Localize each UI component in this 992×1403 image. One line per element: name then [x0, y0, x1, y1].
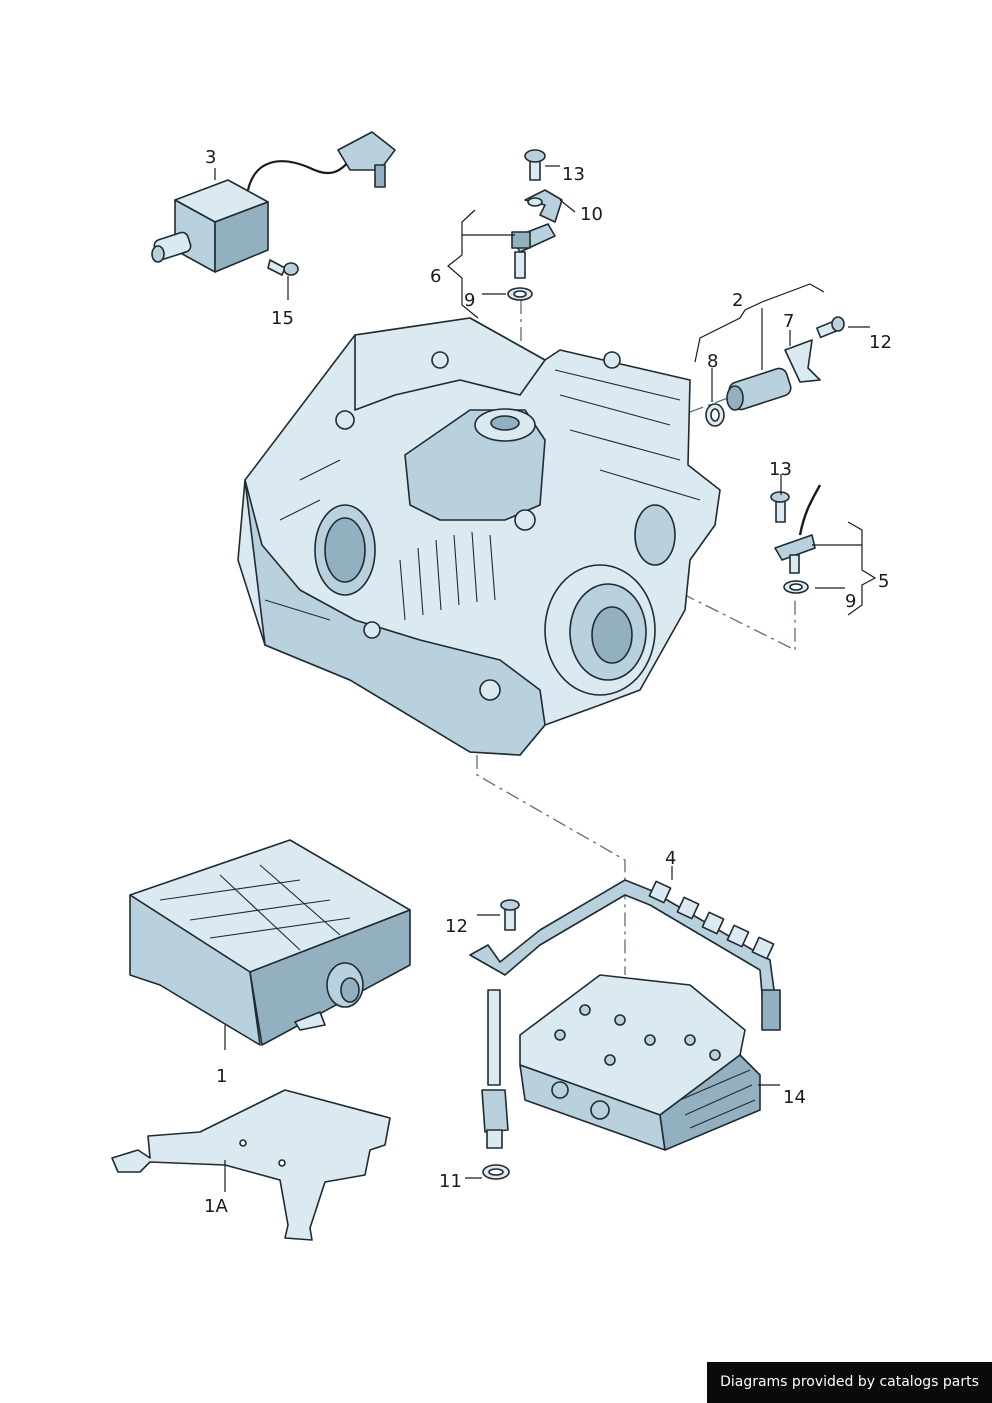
callout-7: 7	[783, 311, 794, 332]
callout-12-harness: 12	[445, 916, 468, 937]
callout-10: 10	[580, 204, 603, 225]
callout-5: 5	[878, 571, 889, 592]
part-12-bolt-right	[816, 316, 845, 339]
callout-14: 14	[783, 1087, 806, 1108]
part-12-bolt-harness	[500, 899, 520, 931]
callout-8: 8	[707, 351, 718, 372]
callout-4: 4	[665, 848, 676, 869]
part-13-bolt-right	[770, 491, 790, 523]
part-13-bolt-top	[524, 149, 546, 181]
callout-15: 15	[271, 308, 294, 329]
part-15-screw	[267, 259, 299, 276]
part-5-speed-sensor	[774, 484, 822, 574]
callout-6: 6	[430, 266, 441, 287]
part-2-sensor	[726, 339, 821, 411]
part-4-wiring-harness	[469, 879, 781, 1149]
part-11-o-ring	[482, 1164, 510, 1180]
credit-banner: Diagrams provided by catalogs parts	[707, 1362, 992, 1403]
part-9-o-ring-right	[783, 580, 809, 594]
part-14-valve-body	[519, 974, 761, 1151]
part-6-speed-sensor	[511, 223, 556, 279]
part-8-o-ring-right	[705, 403, 725, 427]
gearbox-housing	[237, 317, 721, 756]
callout-2: 2	[732, 290, 743, 311]
callout-labels: 3 15 13 10 6 9 2 7 12 8 13 5 9 4 12 14 1…	[204, 147, 892, 1217]
part-1-control-unit	[129, 839, 411, 1046]
part-10-clip	[524, 189, 563, 223]
callout-9-right: 9	[845, 591, 856, 612]
callout-11: 11	[439, 1171, 462, 1192]
callout-12-right: 12	[869, 332, 892, 353]
part-1a-bracket	[111, 1089, 391, 1241]
callout-9-top: 9	[464, 290, 475, 311]
callout-1: 1	[216, 1066, 227, 1087]
callout-13-right: 13	[769, 459, 792, 480]
callout-1a: 1A	[204, 1196, 228, 1217]
callout-leaders	[214, 165, 877, 1192]
callout-3: 3	[205, 147, 216, 168]
part-9-o-ring-top	[507, 287, 533, 301]
callout-13-top: 13	[562, 164, 585, 185]
part-3-sensor	[151, 131, 396, 273]
